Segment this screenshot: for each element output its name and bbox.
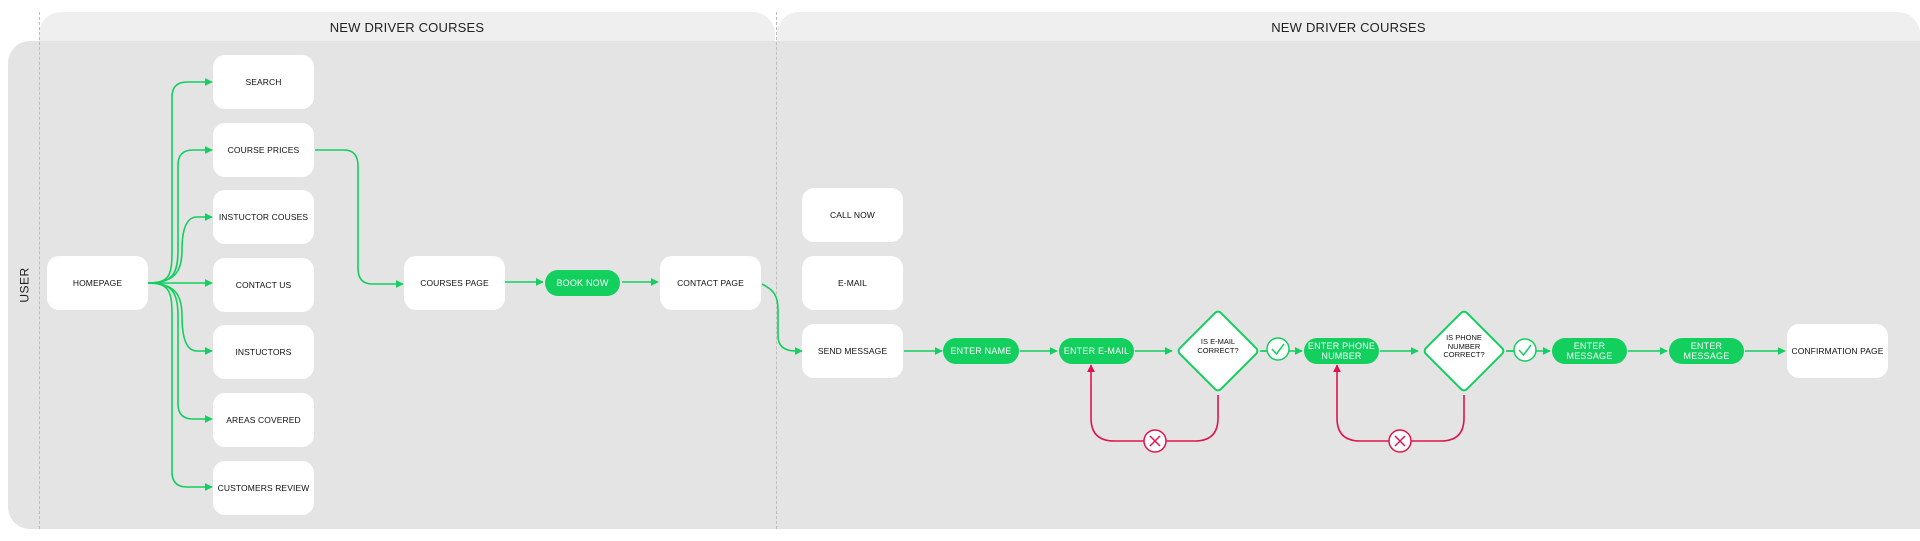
edge-homepage-instuctors	[147, 282, 213, 355]
node-instuctor-courses[interactable]: INSTUCTOR COUSES	[213, 190, 314, 244]
node-call-now[interactable]: CALL NOW	[802, 188, 903, 242]
edge-homepage-areas-covered	[147, 282, 213, 423]
node-email[interactable]: E-MAIL	[802, 256, 903, 310]
edge-course-prices-courses-page	[315, 149, 404, 288]
decision-email-label: IS E-MAIL CORRECT?	[1197, 337, 1239, 355]
node-contact-page[interactable]: CONTACT PAGE	[660, 256, 761, 310]
node-confirmation-page[interactable]: CONFIRMATION PAGE	[1787, 324, 1888, 378]
edge-homepage-search	[147, 78, 213, 284]
node-areas-covered[interactable]: AREAS COVERED	[213, 393, 314, 447]
action-enter-phone[interactable]: ENTER PHONE NUMBER	[1304, 338, 1379, 364]
node-instuctors[interactable]: INSTUCTORS	[213, 325, 314, 379]
edge-homepage-instuctor-courses	[147, 213, 213, 284]
action-book-now[interactable]: BOOK NOW	[545, 270, 620, 296]
x-circle-icon	[1388, 429, 1412, 453]
node-send-message[interactable]: SEND MESSAGE	[802, 324, 903, 378]
node-courses-page[interactable]: COURSES PAGE	[404, 256, 505, 310]
node-homepage[interactable]: HOMEPAGE	[47, 256, 148, 310]
node-search[interactable]: SEARCH	[213, 55, 314, 109]
column-header-left: NEW DRIVER COURSES	[39, 12, 775, 42]
check-circle-icon	[1266, 337, 1290, 361]
edge-homepage-customers-review	[147, 282, 213, 491]
edge-contact-page-send-message	[761, 283, 803, 355]
action-enter-name[interactable]: ENTER NAME	[943, 338, 1019, 364]
column-header-right: NEW DRIVER COURSES	[777, 12, 1920, 42]
swimlane-user	[8, 41, 1920, 529]
check-circle-icon	[1513, 338, 1537, 362]
action-enter-email[interactable]: ENTER E-MAIL	[1059, 338, 1134, 364]
node-contact-us[interactable]: CONTACT US	[213, 258, 314, 312]
column-divider	[776, 12, 777, 529]
node-customers-review[interactable]: CUSTOMERS REVIEW	[213, 461, 314, 515]
x-circle-icon	[1143, 429, 1167, 453]
lane-divider-left	[39, 12, 40, 529]
decision-phone-label: IS PHONE NUMBER CORRECT?	[1443, 333, 1485, 359]
action-enter-message-1[interactable]: ENTER MESSAGE	[1552, 338, 1627, 364]
node-course-prices[interactable]: COURSE PRICES	[213, 123, 314, 177]
action-enter-message-2[interactable]: ENTER MESSAGE	[1669, 338, 1744, 364]
